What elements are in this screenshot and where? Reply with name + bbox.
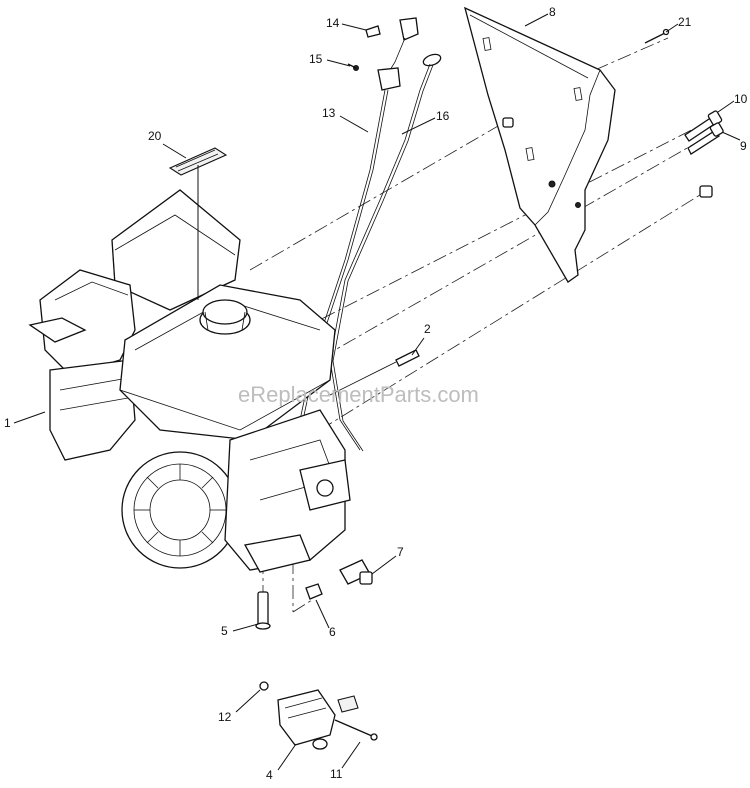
- callout-4[interactable]: 4: [266, 743, 297, 782]
- choke-cable[interactable]: [329, 52, 442, 452]
- callout-5[interactable]: 5: [221, 623, 259, 638]
- rectifier-4[interactable]: [277, 689, 359, 750]
- bolt-5[interactable]: [255, 591, 271, 630]
- starter-fins-icon: [134, 464, 226, 556]
- svg-text:13: 13: [322, 106, 336, 120]
- bolt-21[interactable]: [644, 28, 670, 44]
- callout-15[interactable]: 15: [309, 52, 351, 67]
- watermark-text: eReplacementParts.com: [238, 382, 479, 407]
- svg-text:7: 7: [397, 545, 404, 559]
- svg-text:6: 6: [329, 625, 336, 639]
- callout-8[interactable]: 8: [524, 5, 556, 27]
- svg-text:5: 5: [221, 624, 228, 638]
- svg-text:9: 9: [740, 139, 747, 153]
- bolt-9[interactable]: [687, 122, 724, 155]
- svg-text:20: 20: [148, 129, 162, 143]
- svg-text:8: 8: [549, 5, 556, 19]
- callout-13[interactable]: 13: [322, 106, 369, 133]
- svg-text:2: 2: [424, 322, 431, 336]
- bolt-bracket-top[interactable]: [502, 117, 514, 128]
- svg-text:1: 1: [4, 416, 11, 430]
- bolt-10[interactable]: [684, 110, 723, 142]
- callout-9[interactable]: 9: [721, 131, 747, 153]
- callout-11[interactable]: 11: [330, 741, 361, 781]
- callout-12[interactable]: 12: [218, 689, 261, 724]
- callout-21[interactable]: 21: [665, 15, 692, 33]
- svg-text:14: 14: [326, 16, 340, 30]
- decal-label[interactable]: [168, 147, 228, 176]
- callout-2[interactable]: 2: [411, 322, 431, 356]
- svg-text:15: 15: [309, 52, 323, 66]
- bolt-lower[interactable]: [699, 185, 713, 198]
- callouts: 1 2 4 5 6 7 8 9: [4, 5, 748, 782]
- callout-14[interactable]: 14: [326, 16, 367, 31]
- callout-7[interactable]: 7: [371, 545, 404, 575]
- bolt-11[interactable]: [334, 719, 378, 741]
- screw-15[interactable]: [347, 63, 359, 71]
- svg-text:12: 12: [218, 710, 232, 724]
- cable-clip-14[interactable]: [365, 25, 381, 38]
- oil-sensor-7[interactable]: [339, 559, 373, 585]
- alignment-lines: [249, 37, 723, 613]
- callout-6[interactable]: 6: [315, 599, 336, 639]
- shield-bracket[interactable]: [464, 6, 616, 283]
- engine-assembly[interactable]: [28, 189, 351, 573]
- svg-text:4: 4: [266, 768, 273, 782]
- callout-10[interactable]: 10: [717, 92, 748, 113]
- washer-12[interactable]: [259, 681, 269, 691]
- callout-20[interactable]: 20: [148, 129, 199, 300]
- nut-6[interactable]: [305, 583, 323, 600]
- svg-text:16: 16: [436, 109, 450, 123]
- callout-16[interactable]: 16: [401, 109, 450, 135]
- callout-1[interactable]: 1: [4, 411, 46, 430]
- throttle-cable[interactable]: [299, 17, 419, 421]
- svg-text:21: 21: [678, 15, 692, 29]
- svg-text:10: 10: [734, 92, 748, 106]
- svg-text:11: 11: [330, 767, 343, 781]
